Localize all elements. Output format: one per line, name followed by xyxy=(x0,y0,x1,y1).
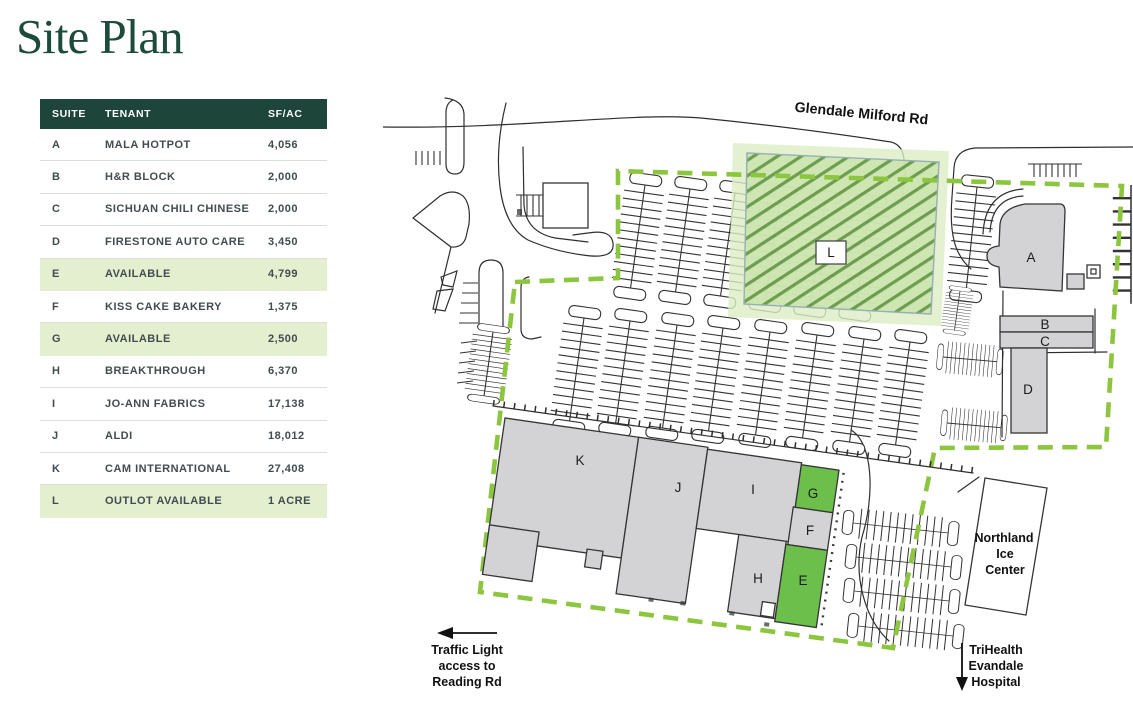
tenant-cell: BREAKTHROUGH xyxy=(105,365,206,378)
strip-building-labels: K J I H G F E xyxy=(575,453,818,588)
suite-cell: C xyxy=(52,203,61,216)
hospital-annotation: TriHealth Evandale Hospital xyxy=(956,643,1023,691)
tenant-cell: SICHUAN CHILI CHINESE xyxy=(105,203,250,216)
suite-cell: J xyxy=(52,430,59,443)
road-label-glendale-milford: Glendale Milford Rd xyxy=(794,100,929,129)
tenant-table: SUITE TENANT SF/AC A MALA HOTPOT 4,056 B… xyxy=(40,99,327,518)
left-arrow-icon xyxy=(437,627,497,639)
unit-label-H: H xyxy=(753,571,763,586)
unit-label-E: E xyxy=(798,573,807,588)
building-E-available xyxy=(773,543,829,629)
tenant-cell: FIRESTONE AUTO CARE xyxy=(105,235,246,248)
strip-building xyxy=(481,417,845,629)
building-D xyxy=(1010,347,1048,434)
property-boundary xyxy=(477,168,1125,651)
unit-label-G: G xyxy=(808,486,819,501)
unit-label-D: D xyxy=(1023,382,1033,397)
table-row: C SICHUAN CHILI CHINESE 2,000 xyxy=(40,194,327,227)
sf-cell: 3,450 xyxy=(268,235,299,248)
table-row: J ALDI 18,012 xyxy=(40,421,327,453)
traffic-note-3: Reading Rd xyxy=(432,675,501,689)
table-row: H BREAKTHROUGH 6,370 xyxy=(40,356,327,389)
tenant-cell: KISS CAKE BAKERY xyxy=(105,300,222,313)
ice-center-building xyxy=(964,477,1048,616)
header-tenant: TENANT xyxy=(105,108,152,120)
unit-label-C: C xyxy=(1040,334,1050,349)
traffic-note-1: Traffic Light xyxy=(431,643,503,657)
suite-cell: A xyxy=(52,138,61,151)
outlot-l-parcel xyxy=(728,143,949,326)
suite-cell: K xyxy=(52,462,61,475)
table-row: D FIRESTONE AUTO CARE 3,450 xyxy=(40,226,327,259)
tenant-cell: OUTLOT AVAILABLE xyxy=(105,494,223,507)
table-row: F KISS CAKE BAKERY 1,375 xyxy=(40,291,327,324)
sf-cell: 1 ACRE xyxy=(268,494,311,507)
hospital-note-3: Hospital xyxy=(971,675,1020,689)
sf-cell: 2,500 xyxy=(268,333,299,346)
outparcel-bank xyxy=(497,102,614,257)
page-title: Site Plan xyxy=(16,9,184,64)
ice-center-label-3: Center xyxy=(985,563,1025,577)
sf-cell: 4,056 xyxy=(268,138,299,151)
suite-cell: E xyxy=(52,268,60,281)
tenant-cell: AVAILABLE xyxy=(105,268,171,281)
sf-cell: 1,375 xyxy=(268,300,299,313)
suite-cell: L xyxy=(52,494,60,507)
unit-label-K: K xyxy=(575,453,584,468)
suite-cell: G xyxy=(52,333,62,346)
sf-cell: 4,799 xyxy=(268,268,299,281)
unit-label-B: B xyxy=(1040,317,1049,332)
table-row: L OUTLOT AVAILABLE 1 ACRE xyxy=(40,485,327,518)
tenant-cell: H&R BLOCK xyxy=(105,171,176,184)
tenant-cell: JO-ANN FABRICS xyxy=(105,397,206,410)
table-body: A MALA HOTPOT 4,056 B H&R BLOCK 2,000 C … xyxy=(40,129,327,518)
sf-cell: 18,012 xyxy=(268,430,305,443)
outlot-l-label: L xyxy=(815,240,847,265)
table-row: I JO-ANN FABRICS 17,138 xyxy=(40,388,327,421)
unit-label-A: A xyxy=(1026,250,1035,265)
suite-cell: F xyxy=(52,300,60,313)
unit-label-I: I xyxy=(751,482,755,497)
unit-label-F: F xyxy=(806,523,814,538)
suite-cell: H xyxy=(52,365,61,378)
tenant-cell: AVAILABLE xyxy=(105,333,171,346)
suite-cell: D xyxy=(52,235,61,248)
down-arrow-icon xyxy=(956,643,968,691)
ice-center-label-2: Ice xyxy=(996,547,1013,561)
sf-cell: 2,000 xyxy=(268,203,299,216)
suite-cell: B xyxy=(52,171,61,184)
table-row: K CAM INTERNATIONAL 27,408 xyxy=(40,453,327,486)
table-row: E AVAILABLE 4,799 xyxy=(40,258,327,291)
hospital-note-2: Evandale xyxy=(969,659,1024,673)
table-row: G AVAILABLE 2,500 xyxy=(40,323,327,356)
east-buildings: A B C D xyxy=(982,188,1108,438)
outlot-l-hatched-area xyxy=(743,152,940,315)
table-row: B H&R BLOCK 2,000 xyxy=(40,161,327,194)
building-I xyxy=(695,448,803,543)
hospital-note-1: TriHealth xyxy=(969,643,1023,657)
header-sfac: SF/AC xyxy=(268,108,303,120)
tenant-cell: ALDI xyxy=(105,430,133,443)
sf-cell: 17,138 xyxy=(268,397,305,410)
traffic-light-annotation: Traffic Light access to Reading Rd xyxy=(431,627,504,689)
unit-label-L: L xyxy=(827,245,835,260)
ice-center-label-1: Northland xyxy=(974,531,1033,545)
suite-cell: I xyxy=(52,397,56,410)
table-row: A MALA HOTPOT 4,056 xyxy=(40,129,327,162)
sf-cell: 27,408 xyxy=(268,462,305,475)
sf-cell: 6,370 xyxy=(268,365,299,378)
header-suite: SUITE xyxy=(52,108,86,120)
tenant-cell: MALA HOTPOT xyxy=(105,138,191,151)
traffic-note-2: access to xyxy=(439,659,496,673)
building-A xyxy=(986,203,1066,292)
table-header-row: SUITE TENANT SF/AC xyxy=(40,99,327,129)
site-plan-map: K J I H G F E A B C D xyxy=(383,97,1133,691)
tenant-cell: CAM INTERNATIONAL xyxy=(105,462,231,475)
outparcel-building xyxy=(542,182,589,229)
sf-cell: 2,000 xyxy=(268,171,299,184)
ice-center: Northland Ice Center xyxy=(964,477,1048,616)
unit-label-J: J xyxy=(675,480,682,495)
